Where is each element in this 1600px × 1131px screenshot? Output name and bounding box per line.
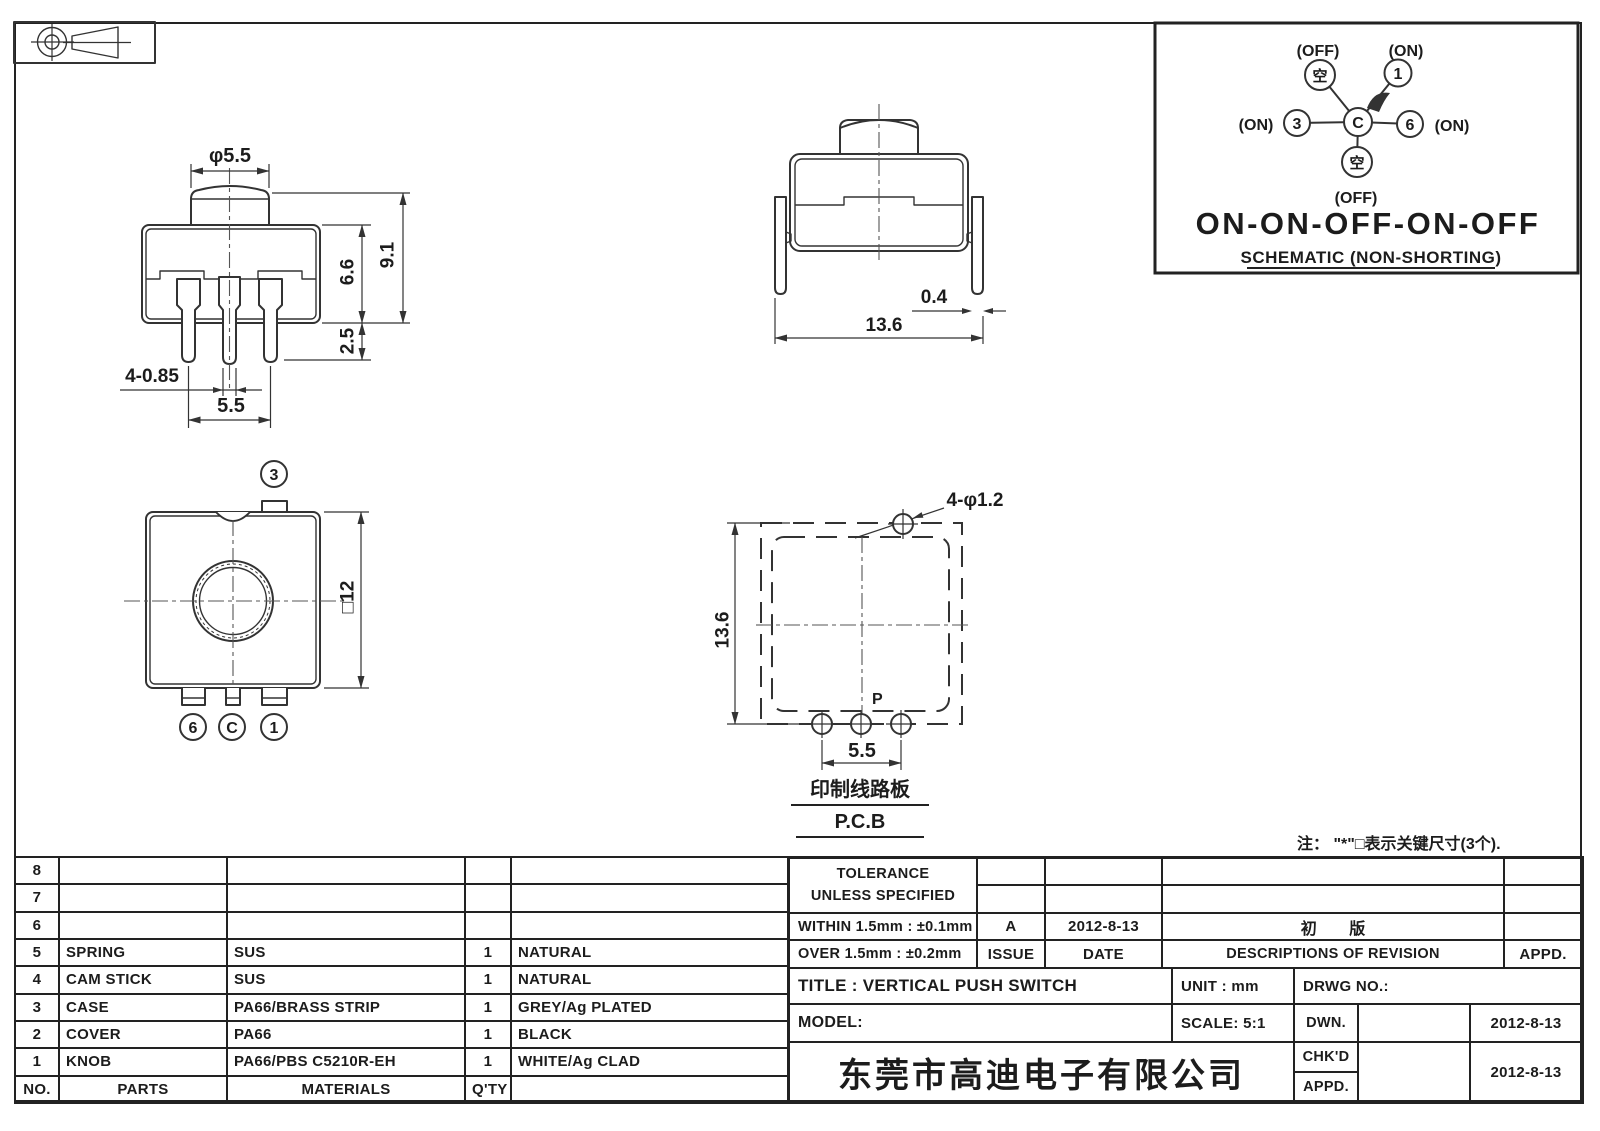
- table-row: 5 SPRING SUS 1 NATURAL: [14, 937, 789, 968]
- table-row: 7: [14, 883, 789, 913]
- part-color: [510, 910, 789, 940]
- tolerance-within: WITHIN 1.5mm : ±0.1mm: [789, 913, 977, 940]
- date-empty-1: [1045, 858, 1162, 885]
- header-materials: MATERIALS: [226, 1074, 466, 1105]
- dwn-label: DWN.: [1294, 1004, 1358, 1042]
- header-color: [510, 1074, 789, 1105]
- table-row: 8: [14, 855, 789, 886]
- part-material: SUS: [226, 937, 466, 968]
- part-color: WHITE/Ag CLAD: [510, 1047, 789, 1077]
- issue-empty-2: [977, 885, 1045, 913]
- part-no: 3: [14, 992, 60, 1022]
- revision-empty-1: [1162, 858, 1504, 885]
- table-row: 2 COVER PA66 1 BLACK: [14, 1019, 789, 1050]
- date-empty-2: [1045, 885, 1162, 913]
- part-color: [510, 883, 789, 913]
- chkd-date: 2012-8-13: [1470, 1042, 1582, 1102]
- part-name: [58, 910, 228, 940]
- revision-label: DESCRIPTIONS OF REVISION: [1162, 940, 1504, 968]
- revision-date: 2012-8-13: [1045, 913, 1162, 940]
- part-color: NATURAL: [510, 965, 789, 995]
- dwn-signature: [1358, 1004, 1470, 1042]
- part-color: BLACK: [510, 1019, 789, 1050]
- appd-empty-1: [1504, 858, 1582, 885]
- table-row: 3 CASE PA66/BRASS STRIP 1 GREY/Ag PLATED: [14, 992, 789, 1022]
- part-material: PA66/BRASS STRIP: [226, 992, 466, 1022]
- company-name: 东莞市高迪电子有限公司: [789, 1042, 1294, 1102]
- part-color: [510, 855, 789, 886]
- part-name: CAM STICK: [58, 965, 228, 995]
- table-row: 6: [14, 910, 789, 940]
- part-color: NATURAL: [510, 937, 789, 968]
- part-qty: [464, 855, 512, 886]
- part-color: GREY/Ag PLATED: [510, 992, 789, 1022]
- part-no: 6: [14, 910, 60, 940]
- dwn-date: 2012-8-13: [1470, 1004, 1582, 1042]
- title-block: TOLERANCE UNLESS SPECIFIED WITHIN 1.5mm …: [787, 856, 1584, 1104]
- drawing-title: TITLE : VERTICAL PUSH SWITCH: [789, 968, 1172, 1004]
- part-no: 8: [14, 855, 60, 886]
- date-label: DATE: [1045, 940, 1162, 968]
- part-name: SPRING: [58, 937, 228, 968]
- part-qty: 1: [464, 965, 512, 995]
- revision-empty-2: [1162, 885, 1504, 913]
- table-header-row: NO. PARTS MATERIALS Q'TY: [14, 1074, 789, 1105]
- part-qty: 1: [464, 937, 512, 968]
- appd-empty-2: [1504, 885, 1582, 913]
- part-material: [226, 883, 466, 913]
- part-name: [58, 855, 228, 886]
- part-no: 2: [14, 1019, 60, 1050]
- part-material: [226, 855, 466, 886]
- part-no: 5: [14, 937, 60, 968]
- part-material: SUS: [226, 965, 466, 995]
- part-qty: 1: [464, 1019, 512, 1050]
- chkd-label: CHK'D: [1294, 1042, 1358, 1072]
- part-qty: [464, 883, 512, 913]
- appd-label: APPD.: [1504, 940, 1582, 968]
- model-cell: MODEL:: [789, 1004, 1172, 1042]
- part-qty: 1: [464, 1047, 512, 1077]
- part-no: 4: [14, 965, 60, 995]
- header-no: NO.: [14, 1074, 60, 1105]
- revision-value: 初 版: [1162, 913, 1504, 940]
- part-qty: 1: [464, 992, 512, 1022]
- issue-value: A: [977, 913, 1045, 940]
- appd2-label: APPD.: [1294, 1072, 1358, 1102]
- part-no: 1: [14, 1047, 60, 1077]
- issue-label: ISSUE: [977, 940, 1045, 968]
- part-material: PA66/PBS C5210R-EH: [226, 1047, 466, 1077]
- table-row: 4 CAM STICK SUS 1 NATURAL: [14, 965, 789, 995]
- part-material: [226, 910, 466, 940]
- issue-empty-1: [977, 858, 1045, 885]
- part-name: COVER: [58, 1019, 228, 1050]
- chkd-signature: [1358, 1042, 1470, 1102]
- appd-empty-3: [1504, 913, 1582, 940]
- scale-cell: SCALE: 5:1: [1172, 1004, 1294, 1042]
- part-name: KNOB: [58, 1047, 228, 1077]
- part-name: CASE: [58, 992, 228, 1022]
- table-row: 1 KNOB PA66/PBS C5210R-EH 1 WHITE/Ag CLA…: [14, 1047, 789, 1077]
- drwg-no-cell: DRWG NO.:: [1294, 968, 1582, 1004]
- unit-cell: UNIT : mm: [1172, 968, 1294, 1004]
- header-parts: PARTS: [58, 1074, 228, 1105]
- tolerance-cell: TOLERANCE UNLESS SPECIFIED: [789, 858, 977, 913]
- part-no: 7: [14, 883, 60, 913]
- tolerance-subtitle: UNLESS SPECIFIED: [810, 887, 956, 904]
- header-qty: Q'TY: [464, 1074, 512, 1105]
- part-material: PA66: [226, 1019, 466, 1050]
- part-qty: [464, 910, 512, 940]
- part-name: [58, 883, 228, 913]
- tolerance-over: OVER 1.5mm : ±0.2mm: [789, 940, 977, 968]
- tolerance-title: TOLERANCE: [836, 865, 930, 882]
- parts-table: 8 7 6 5 SPRING SUS 1 NATURAL: [14, 855, 789, 1105]
